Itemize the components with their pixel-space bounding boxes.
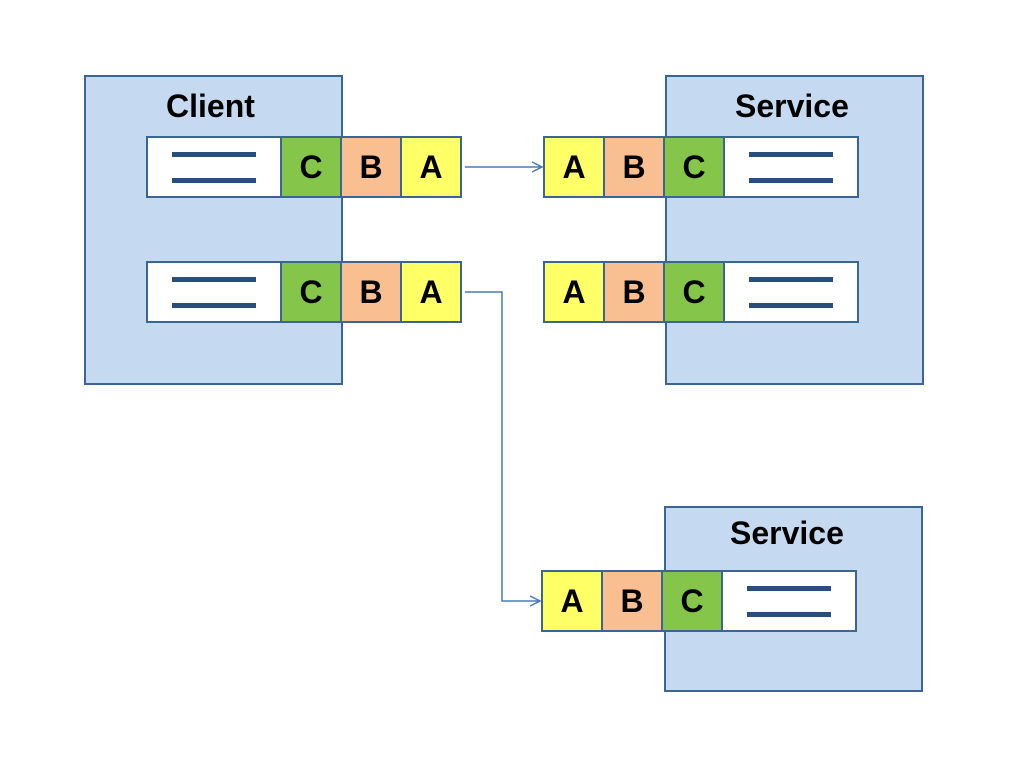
connector-arrow-2 bbox=[465, 291, 540, 601]
service-title-1: Service bbox=[735, 88, 849, 124]
message-lines-icon bbox=[721, 570, 857, 632]
client-endpoint-1: C B A bbox=[146, 136, 462, 198]
service-2-endpoint-1: A B C bbox=[541, 570, 857, 632]
binding-element-a: A bbox=[541, 570, 603, 632]
client-title: Client bbox=[166, 88, 255, 124]
service-1-endpoint-1: A B C bbox=[543, 136, 859, 198]
message-lines-icon bbox=[723, 136, 859, 198]
binding-element-c: C bbox=[663, 261, 725, 323]
binding-element-b: B bbox=[603, 136, 665, 198]
message-lines-icon bbox=[146, 261, 282, 323]
message-lines-icon bbox=[146, 136, 282, 198]
service-title-2: Service bbox=[730, 515, 844, 551]
binding-element-a: A bbox=[543, 261, 605, 323]
service-1-endpoint-2: A B C bbox=[543, 261, 859, 323]
binding-element-b: B bbox=[340, 261, 402, 323]
client-endpoint-2: C B A bbox=[146, 261, 462, 323]
client-box bbox=[84, 75, 343, 385]
binding-element-a: A bbox=[543, 136, 605, 198]
binding-element-a: A bbox=[400, 261, 462, 323]
message-lines-icon bbox=[723, 261, 859, 323]
service-box-1 bbox=[665, 75, 924, 385]
binding-element-a: A bbox=[400, 136, 462, 198]
